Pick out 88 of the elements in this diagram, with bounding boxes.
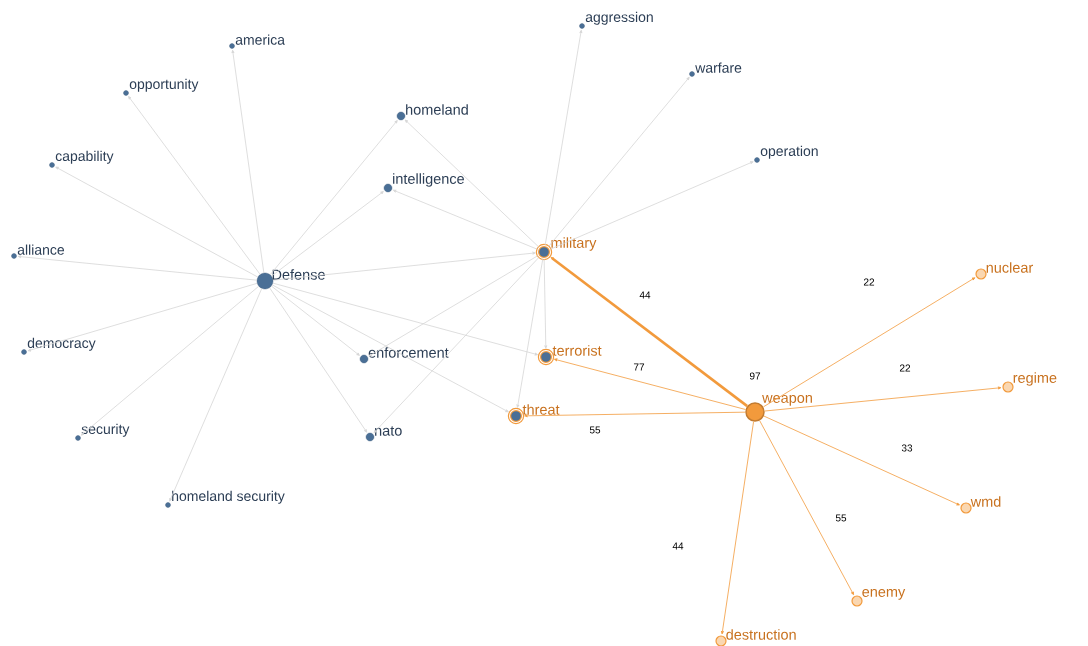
graph-node: opportunity: [123, 78, 199, 96]
weight-label: 97: [749, 372, 761, 380]
node-label: opportunity: [129, 78, 199, 92]
arrow: [368, 255, 539, 357]
node-label: threat: [522, 404, 560, 415]
node-label: terrorist: [552, 345, 602, 356]
arrow: [543, 258, 548, 349]
arrow: [272, 251, 536, 281]
node-label: capability: [55, 150, 114, 164]
graph-node: wmd: [960, 496, 1001, 514]
weight-label: 33: [901, 444, 913, 452]
arrow: [392, 189, 538, 250]
arrow: [272, 282, 539, 356]
graph-node: weapon: [745, 395, 812, 422]
graph-node: security: [75, 423, 130, 441]
arrow: [554, 358, 746, 410]
graph-node: military: [535, 237, 597, 261]
graph-node: aggression: [579, 11, 653, 29]
node-label: homeland security: [172, 490, 285, 504]
graph-node: america: [229, 34, 285, 49]
weight-label: 44: [639, 291, 651, 299]
arrow: [548, 76, 690, 247]
arrow: [524, 411, 746, 418]
arrow: [17, 255, 258, 281]
node-label: weapon: [762, 394, 812, 406]
node-label: enforcement: [368, 347, 449, 358]
arrow: [544, 29, 583, 246]
graph-node: capability: [49, 150, 114, 168]
node-label: aggression: [585, 11, 653, 25]
arrow: [80, 285, 260, 436]
arrow: [762, 277, 976, 408]
graph-node: alliance: [11, 244, 65, 259]
graph-node: democracy: [21, 337, 96, 355]
node-label: Defense: [272, 269, 325, 280]
arrow: [759, 420, 854, 596]
weight-label: 22: [899, 364, 911, 372]
node-label: security: [81, 423, 130, 437]
graph-node: enforcement: [359, 347, 449, 364]
arrow: [404, 119, 540, 248]
graph-node: operation: [754, 145, 818, 163]
graph-node: warfare: [689, 62, 742, 77]
arrow: [231, 49, 265, 274]
weight-label: 77: [633, 363, 645, 371]
arrow: [27, 282, 258, 352]
node-label: operation: [760, 145, 818, 159]
graph-node: nato: [365, 426, 402, 442]
arrow: [128, 96, 261, 275]
graph-node: threat: [507, 404, 560, 425]
node-label: homeland: [406, 104, 468, 115]
arrow: [516, 258, 544, 408]
arrow: [169, 288, 263, 502]
graph-node: nuclear: [975, 262, 1033, 280]
node-label: warfare: [695, 62, 742, 73]
weight-label: 22: [863, 278, 875, 286]
node-label: wmd: [970, 496, 1001, 507]
arrow: [271, 284, 509, 413]
node-label: alliance: [17, 244, 65, 255]
arrow: [55, 166, 259, 278]
arrow: [373, 256, 540, 434]
node-label: destruction: [726, 629, 796, 640]
arrow: [721, 421, 754, 635]
arrow: [764, 386, 1002, 412]
arrow: [550, 256, 749, 408]
graph-node: Defense: [256, 269, 325, 290]
graph-node: homeland security: [165, 490, 285, 508]
arrow: [550, 161, 754, 250]
node-label: enemy: [862, 588, 906, 600]
weight-label: 55: [835, 514, 847, 522]
graph-node: homeland: [396, 104, 468, 121]
node-label: america: [235, 34, 285, 45]
graph-node: enemy: [851, 589, 906, 607]
graph-node: terrorist: [537, 345, 602, 366]
weight-label: 55: [589, 426, 601, 434]
node-label: nato: [375, 426, 402, 436]
node-label: intelligence: [393, 173, 464, 187]
arrow: [763, 415, 960, 506]
graph-node: destruction: [715, 629, 796, 646]
arrow: [269, 120, 398, 276]
node-label: military: [551, 237, 597, 251]
arrow: [271, 191, 384, 277]
weight-label: 44: [672, 542, 684, 550]
node-label: democracy: [27, 337, 96, 351]
arrow: [271, 285, 360, 356]
arrow: [269, 287, 368, 433]
graph-node: intelligence: [383, 173, 464, 193]
node-label: regime: [1013, 372, 1057, 386]
node-label: nuclear: [986, 262, 1034, 273]
graph-node: regime: [1002, 372, 1057, 393]
